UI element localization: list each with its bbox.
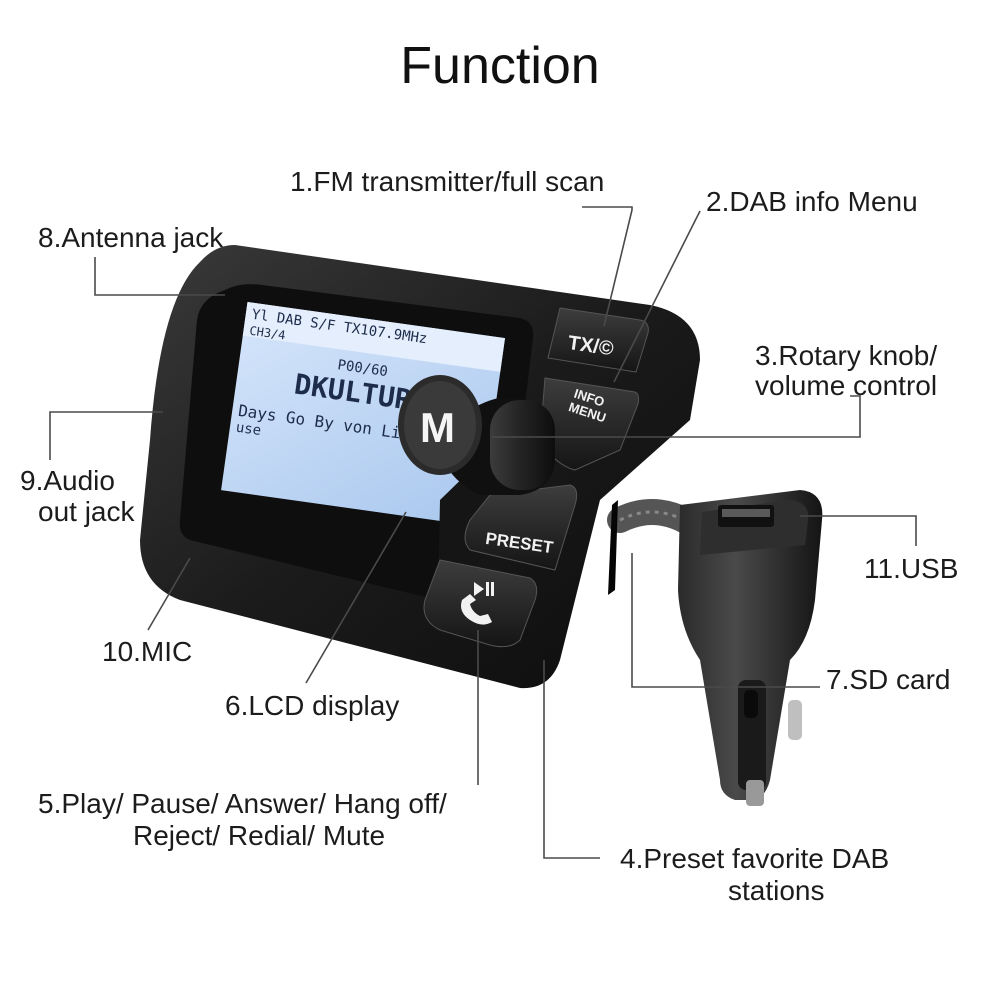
callout-line-sd-card xyxy=(631,553,820,688)
label-audio-out-line2: out jack xyxy=(38,496,135,527)
label-rotary-knob-line1: 3.Rotary knob/ xyxy=(755,340,938,371)
play-pause-icon xyxy=(474,582,494,596)
callout-line-audio-out xyxy=(49,411,163,460)
callout-line-usb xyxy=(800,515,917,546)
label-antenna-jack: 8.Antenna jack xyxy=(38,222,224,253)
phone-icon xyxy=(461,594,492,625)
callout-line-rotary-knob xyxy=(492,395,861,438)
knob-label: M xyxy=(420,404,455,451)
callout-line-fm-transmitter xyxy=(582,206,633,327)
label-mic: 10.MIC xyxy=(102,636,193,667)
label-fm-transmitter: 1.FM transmitter/full scan xyxy=(290,166,605,197)
callout-line-preset xyxy=(543,660,600,859)
tx-button[interactable]: TX/© xyxy=(547,307,649,373)
lcd-text-line2: use xyxy=(235,420,262,439)
page-title: Function xyxy=(400,37,600,95)
label-preset-line1: 4.Preset favorite DAB xyxy=(620,843,890,874)
main-unit: Yl DAB S/F TX107.9MHz CH3/4 P00/60 DKULT… xyxy=(140,245,700,689)
sd-card-slot xyxy=(608,500,618,595)
label-rotary-knob-line2: volume control xyxy=(755,370,938,401)
label-preset-line2: stations xyxy=(728,875,825,906)
lcd-screen: Yl DAB S/F TX107.9MHz CH3/4 P00/60 DKULT… xyxy=(221,301,505,527)
lcd-row2-left: CH3/4 xyxy=(249,324,287,343)
play-phone-button[interactable] xyxy=(423,559,538,648)
callout-line-antenna xyxy=(94,257,225,296)
label-audio-out-line1: 9.Audio xyxy=(20,465,115,496)
lcd-row2-right: P00/60 xyxy=(336,357,388,380)
label-usb: 11.USB xyxy=(864,553,959,584)
label-play-pause-line1: 5.Play/ Pause/ Answer/ Hang off/ xyxy=(38,788,447,819)
label-play-pause-line2: Reject/ Redial/ Mute xyxy=(133,820,386,851)
callout-line-lcd xyxy=(305,511,407,684)
callout-line-mic xyxy=(147,557,191,631)
preset-button[interactable]: PRESET xyxy=(464,484,578,571)
label-dab-info-menu: 2.DAB info Menu xyxy=(706,186,918,217)
rotary-knob[interactable]: M xyxy=(398,375,555,495)
info-menu-button[interactable]: INFO MENU xyxy=(539,377,640,471)
callout-line-dab-info xyxy=(613,210,701,383)
label-lcd-display: 6.LCD display xyxy=(225,690,400,721)
label-sd-card: 7.SD card xyxy=(826,664,951,695)
car-charger-plug xyxy=(678,490,823,806)
